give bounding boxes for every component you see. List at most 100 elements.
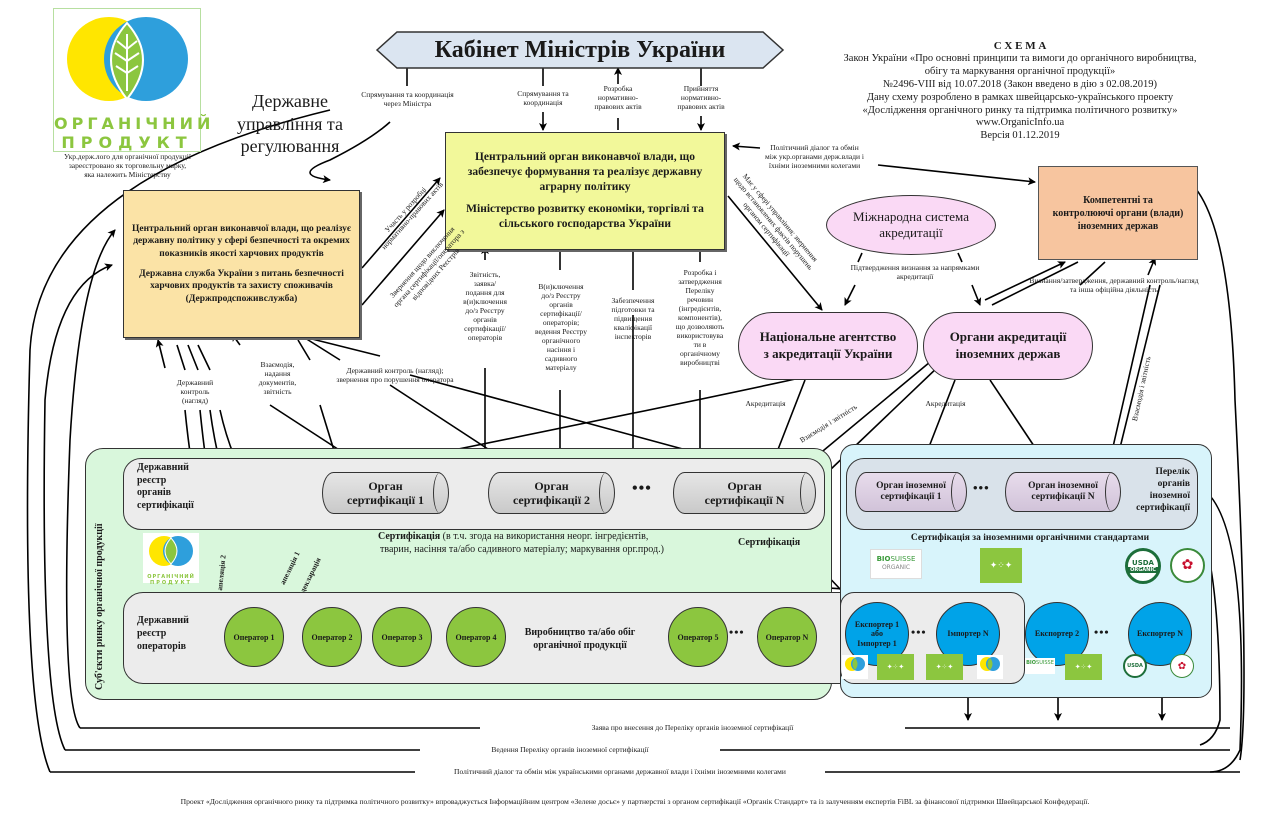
logo-caption-line: зареєстровано як торговельну марку, <box>68 161 187 170</box>
cert-bodies-ellipsis: ••• <box>632 480 652 497</box>
operator-5[interactable]: Оператор 5 <box>668 607 728 667</box>
operator-2[interactable]: Оператор 2 <box>302 607 362 667</box>
state-control-label: Державний контроль (нагляд) <box>165 378 225 405</box>
ministry-role: Центральний орган виконавчої влади, що з… <box>467 150 703 193</box>
label-line: документів, <box>258 378 297 387</box>
label-line: Забезпечення <box>611 296 655 305</box>
label-line: іноземних держав <box>955 346 1061 361</box>
operator-3[interactable]: Оператор 3 <box>372 607 432 667</box>
label-line: Органи акредитації <box>949 329 1067 345</box>
traders-ellipsis-1: ••• <box>911 625 927 639</box>
label-line: В(и)ключення <box>538 282 584 291</box>
label-line: Прийняття <box>683 84 719 93</box>
label-line: реєстр <box>137 474 167 486</box>
label-line: надання <box>264 369 291 378</box>
scheme-heading: С Х Е М А <box>993 40 1047 52</box>
label-line: сертифікації N <box>1031 492 1095 502</box>
label-line: насіння і <box>546 345 576 354</box>
label-line: Звітність, <box>469 270 501 279</box>
operator-n[interactable]: Оператор N <box>757 607 817 667</box>
ministry-box[interactable]: Центральний орган виконавчої влади, що з… <box>445 132 725 250</box>
cabinet-link-label-2: Спрямування та координація <box>505 89 581 107</box>
label-line: та інша офіційна діяльність <box>1069 285 1159 294</box>
footer-note: Проект «Дослідження органічного ринку та… <box>180 797 1090 806</box>
interaction-docs-label: Взаємодія, надання документів, звітність <box>250 360 305 396</box>
scheme-link[interactable]: www.OrganicInfo.ua <box>975 117 1065 129</box>
label-line: контролюючі органи (влади) <box>1052 207 1184 219</box>
organic-logo: ОРГАНІЧНИЙ ПРОДУКТ <box>53 8 215 152</box>
cabinet-of-ministers[interactable]: Кабінет Міністрів України <box>375 30 785 70</box>
label-line: органічному <box>680 349 720 358</box>
scheme-line: Дану схему розроблено в рамках швейцарсь… <box>866 91 1174 103</box>
label-line: Виробництво та/або обіг <box>524 627 636 638</box>
organic-leaf-icon <box>67 17 188 101</box>
label-line: Експортер 1 <box>854 619 900 629</box>
label-line: інспекторів <box>614 332 652 341</box>
cabinet-link-label-4: Прийняття нормативно- правових актів <box>668 84 734 111</box>
organic-logo-tiny <box>977 655 1003 679</box>
market-subjects-title: Суб'єкти ринку органічної продукції <box>94 523 105 690</box>
organic-leaf-icon <box>845 657 865 671</box>
label-line: виробництві <box>680 358 720 367</box>
section-title: Державне управління та регулювання <box>225 90 355 158</box>
label-line: або <box>871 629 883 639</box>
operator-4[interactable]: Оператор 4 <box>446 607 506 667</box>
cert-body-n[interactable]: Орган сертифікації N <box>673 472 816 514</box>
label-line: заявка/ <box>473 279 497 288</box>
label-line: компонентів), <box>677 313 722 322</box>
foreign-cert-body-n[interactable]: Орган іноземної сертифікації N <box>1005 472 1121 512</box>
ministry-link-label-1: Звітність, заявка/ подання для в(и)ключе… <box>455 270 515 342</box>
label-line: Підтвердження визнання за напрямками <box>850 263 980 272</box>
label-line: Компетентні та <box>1083 194 1153 206</box>
accreditation-label-1: Акредитація <box>745 399 786 408</box>
accreditation-label-2: Акредитація <box>925 399 966 408</box>
logo-line-2: ПРОДУКТ <box>61 133 193 152</box>
label-line: Імпортер 1 <box>857 638 897 648</box>
cert-body-2[interactable]: Орган сертифікації 2 <box>488 472 615 514</box>
logo-caption-line: Укр.держ.лого для органічної продукції <box>64 152 191 161</box>
label-line: до/з Реєстру <box>465 306 505 315</box>
certification-right-label: Сертифікація <box>738 537 801 548</box>
operators-ellipsis: ••• <box>729 625 745 639</box>
certification-bold: Сертифікація <box>378 531 441 542</box>
foreign-authorities-box[interactable]: Компетентні та контролюючі органи (влади… <box>1038 166 1198 260</box>
usda-text: USDA <box>1132 559 1154 567</box>
logo-line-1: ОРГАНІЧНИЙ <box>54 114 215 133</box>
label-line: підвищення <box>613 314 653 323</box>
national-accreditation-agency[interactable]: Національне агентство з акредитації Укра… <box>738 312 918 380</box>
logo-small-line: ОРГАНІЧНИЙ <box>147 574 195 580</box>
intl-accreditation-system[interactable]: Міжнародна система акредитації <box>826 195 996 255</box>
label-line: нормативно- <box>597 93 639 102</box>
label-line: Національне агентство <box>759 329 897 345</box>
operator-1[interactable]: Оператор 1 <box>224 607 284 667</box>
label-line: операторів <box>467 333 503 342</box>
foreign-accreditation-bodies[interactable]: Органи акредитації іноземних держав <box>923 312 1093 380</box>
label-line: Взаємодія, <box>260 360 295 369</box>
label-line: підготовки та <box>611 305 655 314</box>
label-line: Державний <box>137 462 189 473</box>
biosuisse-suisse: SUISSE <box>890 555 916 563</box>
label-line: іноземної <box>1149 490 1190 501</box>
food-service-role: Центральний орган виконавчої влади, що р… <box>132 223 351 259</box>
biosuisse-organic: ORGANIC <box>881 564 911 572</box>
operators-register-label: Державний реєстр операторів <box>137 614 189 653</box>
foreign-standards-label: Сертифікація за іноземними органічними с… <box>910 533 1150 543</box>
label-line: звітність <box>263 387 292 396</box>
scheme-line: «Дослідження органічного ринку та підтри… <box>862 104 1178 116</box>
food-safety-service-box[interactable]: Центральний орган виконавчої влади, що р… <box>123 190 360 338</box>
foreign-cert-body-1[interactable]: Орган іноземної сертифікації 1 <box>855 472 967 512</box>
logo-caption-line: яка належить Міністерству <box>84 170 171 179</box>
scheme-line: №2496-VIII від 10.07.2018 (Закон введено… <box>882 79 1158 90</box>
label-line: Перелік <box>1155 467 1190 477</box>
label-line: операторів; <box>542 318 580 327</box>
label-line: сертифікації N <box>704 493 785 507</box>
label-line: в(и)ключення <box>463 297 507 306</box>
eu-organic-leaf-logo: ✦⁘✦ <box>877 654 914 680</box>
label-line: використовува <box>676 331 724 340</box>
label-line: Визнання/затвердження, державний контрол… <box>1029 276 1199 285</box>
eu-organic-leaf-logo: ✦⁘✦ <box>1065 654 1102 680</box>
cert-body-1[interactable]: Орган сертифікації 1 <box>322 472 449 514</box>
label-line: Розробка <box>603 84 633 93</box>
label-line: органічного <box>541 336 581 345</box>
label-line: їхніми іноземними колегами <box>768 161 861 170</box>
